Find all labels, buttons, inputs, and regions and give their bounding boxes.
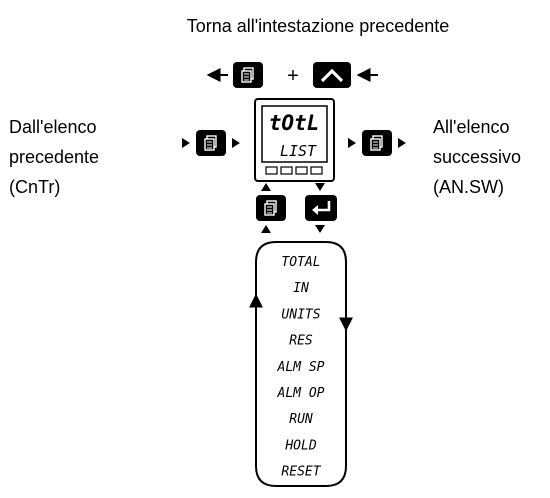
up-arrow-to-display bbox=[261, 183, 271, 191]
display-upper-text: tOtL bbox=[269, 111, 320, 135]
parameter-list-item: UNITS bbox=[281, 307, 320, 322]
display-led bbox=[265, 166, 278, 175]
arrow-out-of-right-key bbox=[398, 138, 406, 148]
parameter-list-item: TOTAL bbox=[281, 255, 320, 270]
display-led bbox=[310, 166, 323, 175]
parameter-list-item: HOLD bbox=[284, 438, 316, 453]
parameter-list-item: RUN bbox=[289, 412, 313, 427]
raise-key-top[interactable] bbox=[313, 62, 351, 88]
down-arrow-from-display bbox=[315, 183, 325, 191]
controller-display: tOtL LIST bbox=[254, 98, 335, 182]
up-chevron-icon bbox=[320, 68, 344, 83]
parameter-list: TOTAL IN UNITS RES ALM SP ALM OP RUN HOLD RESET bbox=[249, 241, 353, 487]
display-led bbox=[280, 166, 293, 175]
previous-list-note: Dall'elenco precedente (CnTr) bbox=[9, 117, 104, 197]
page-key-right[interactable] bbox=[362, 130, 392, 156]
next-list-note: All'elenco successivo (AN.SW) bbox=[433, 117, 526, 197]
enter-key[interactable] bbox=[305, 195, 337, 221]
display-led bbox=[295, 166, 308, 175]
arrow-into-left-key bbox=[182, 138, 190, 148]
plus-symbol: + bbox=[287, 65, 299, 87]
page-key-top[interactable] bbox=[233, 62, 263, 88]
page-key-bottom[interactable] bbox=[256, 195, 286, 221]
arrow-from-display bbox=[348, 138, 356, 148]
parameter-list-item: ALM OP bbox=[277, 386, 325, 401]
parameter-list-item: RES bbox=[289, 334, 313, 349]
up-arrow-from-list bbox=[261, 225, 271, 233]
display-lower-text: LIST bbox=[280, 142, 317, 160]
parameter-list-item: ALM SP bbox=[277, 360, 325, 375]
parameter-list-item: RESET bbox=[281, 465, 321, 480]
parameter-list-item: IN bbox=[293, 281, 309, 296]
page-key-left[interactable] bbox=[196, 130, 226, 156]
enter-icon bbox=[315, 201, 331, 212]
return-to-header-label: Torna all'intestazione precedente bbox=[187, 16, 450, 36]
down-arrow-to-list bbox=[315, 225, 325, 233]
arrow-to-display bbox=[232, 138, 240, 148]
